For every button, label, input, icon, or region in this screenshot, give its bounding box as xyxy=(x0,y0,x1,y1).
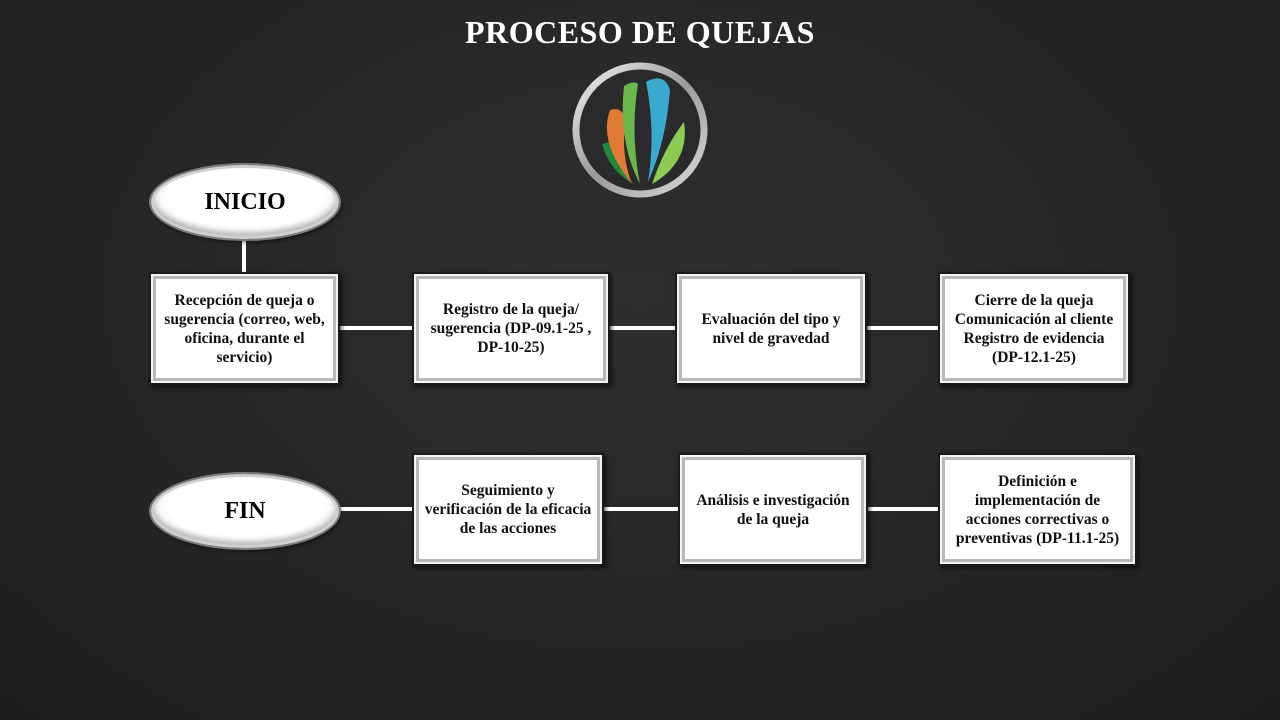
step-text: Análisis e investigación de la queja xyxy=(696,491,850,528)
start-terminal: INICIO xyxy=(151,165,339,239)
page-title: PROCESO DE QUEJAS xyxy=(465,14,815,50)
start-label: INICIO xyxy=(204,188,286,215)
step-cierre: Cierre de la queja Comunicación al clien… xyxy=(938,272,1130,385)
connector-registro-evaluacion xyxy=(609,326,677,330)
step-text: Seguimiento y verificación de la eficaci… xyxy=(424,482,592,537)
end-label: FIN xyxy=(224,497,266,524)
step-seguimiento: Seguimiento y verificación de la eficaci… xyxy=(412,453,604,566)
step-text: Recepción de queja o sugerencia (correo,… xyxy=(164,291,325,366)
step-text: Cierre de la queja Comunicación al clien… xyxy=(954,291,1114,366)
step-analisis: Análisis e investigación de la queja xyxy=(678,453,868,566)
connector-seguimiento-analisis xyxy=(603,507,680,511)
connector-analisis-definicion xyxy=(867,507,940,511)
step-text: Evaluación del tipo y nivel de gravedad xyxy=(701,310,841,347)
connector-recepcion-registro xyxy=(340,326,414,330)
step-definicion: Definición e implementación de acciones … xyxy=(938,453,1137,566)
end-terminal: FIN xyxy=(151,474,339,548)
connector-fin-seguimiento xyxy=(340,507,414,511)
step-recepcion: Recepción de queja o sugerencia (correo,… xyxy=(149,272,340,385)
connector-evaluacion-cierre xyxy=(866,326,940,330)
step-evaluacion: Evaluación del tipo y nivel de gravedad xyxy=(675,272,867,385)
connector-inicio-recepcion xyxy=(242,236,246,272)
step-text: Registro de la queja/ sugerencia (DP-09.… xyxy=(430,301,592,356)
company-logo-icon xyxy=(572,62,708,198)
step-text: Definición e implementación de acciones … xyxy=(955,472,1120,547)
step-registro: Registro de la queja/ sugerencia (DP-09.… xyxy=(412,272,610,385)
